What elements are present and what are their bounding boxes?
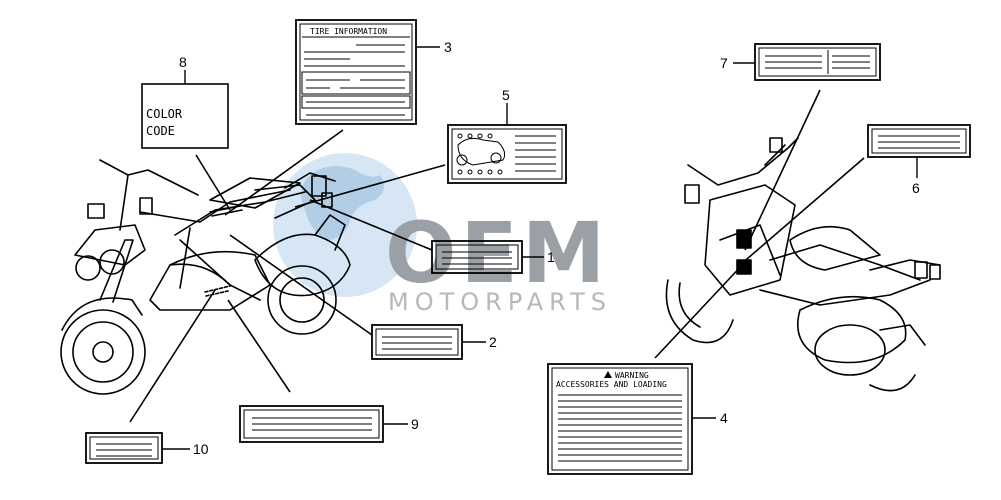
callout-7: 7 (720, 55, 728, 71)
label-part-10[interactable] (85, 432, 163, 464)
watermark-brand: OEM (385, 204, 609, 302)
warning-subtitle: ACCESSORIES AND LOADING (556, 380, 667, 389)
label-part-9[interactable] (239, 405, 384, 443)
scooter-right-illustration (665, 137, 941, 392)
callout-8: 8 (179, 54, 187, 70)
watermark: OEM MOTORPARTS (273, 153, 612, 316)
callout-6: 6 (912, 180, 920, 196)
callouts (162, 46, 918, 450)
color-code-line1: COLOR (146, 107, 183, 121)
callout-10: 10 (193, 441, 209, 457)
callout-5: 5 (502, 87, 510, 103)
callout-4: 4 (720, 410, 728, 426)
scooter-left-illustration (60, 159, 351, 395)
leader-lines (129, 89, 865, 423)
callout-2: 2 (489, 334, 497, 350)
label-warning[interactable]: WARNING ACCESSORIES AND LOADING (547, 363, 693, 475)
watermark-continent (301, 166, 384, 240)
callout-9: 9 (411, 416, 419, 432)
color-code-line2: CODE (146, 124, 175, 138)
label-schematic[interactable] (447, 124, 567, 184)
callout-3: 3 (444, 39, 452, 55)
watermark-subtitle: MOTORPARTS (388, 288, 612, 316)
callout-1: 1 (547, 249, 555, 265)
label-tire-information[interactable]: TIRE INFORMATION (295, 19, 417, 125)
label-part-7[interactable] (754, 43, 881, 81)
tire-information-title: TIRE INFORMATION (310, 27, 387, 36)
label-part-2[interactable] (371, 324, 463, 360)
warning-title: WARNING (615, 371, 649, 380)
label-color-code[interactable]: COLOR CODE (141, 83, 229, 149)
warning-triangle-icon (604, 371, 612, 378)
label-part-6[interactable] (867, 124, 971, 158)
